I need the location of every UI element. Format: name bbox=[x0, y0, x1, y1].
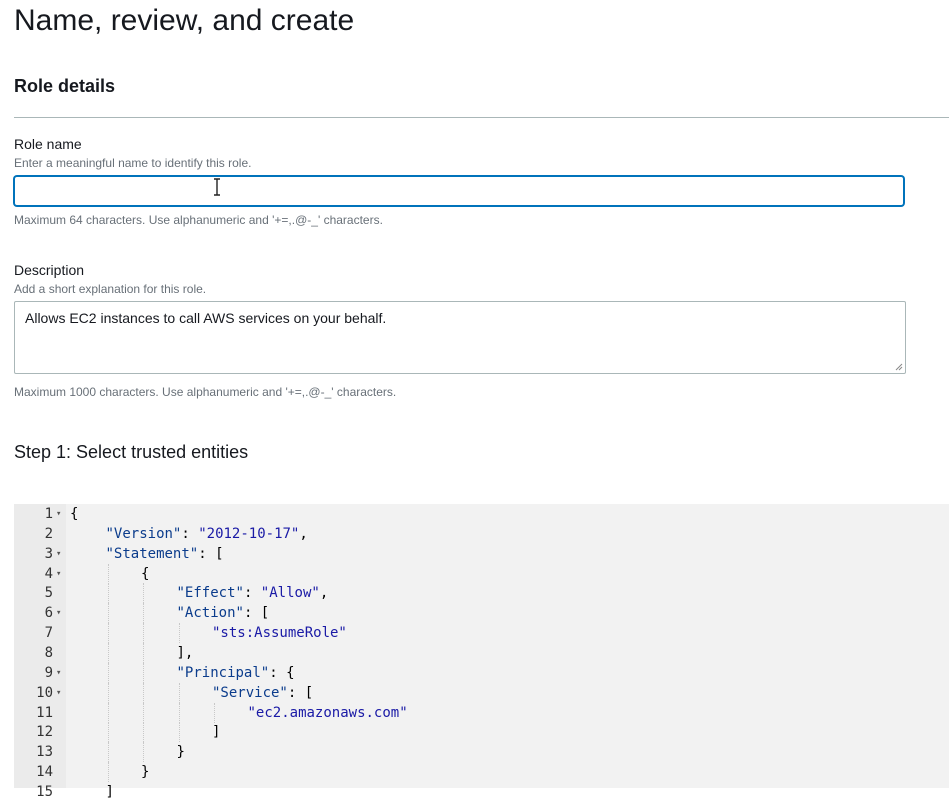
indent-guide bbox=[107, 583, 110, 604]
code-line: 12] bbox=[14, 722, 949, 743]
description-label: Description bbox=[14, 262, 85, 278]
policy-json-editor[interactable]: 1▾{2"Version": "2012-10-17",3▾"Statement… bbox=[14, 504, 949, 800]
line-number: 13 bbox=[36, 744, 53, 761]
fold-arrow-icon[interactable]: ▾ bbox=[56, 509, 62, 519]
indent-guide bbox=[143, 642, 145, 663]
code-line: 8], bbox=[14, 642, 949, 663]
resize-handle-icon[interactable] bbox=[895, 363, 903, 371]
indent-guide bbox=[107, 762, 110, 783]
role-name-label: Role name bbox=[14, 136, 82, 152]
code-text: ] bbox=[212, 724, 221, 741]
indent-guide bbox=[143, 603, 145, 624]
description-value: Allows EC2 instances to call AWS service… bbox=[25, 310, 387, 326]
indent-guide bbox=[178, 702, 181, 723]
code-text: "Effect": "Allow", bbox=[176, 585, 329, 602]
fold-arrow-icon[interactable]: ▾ bbox=[56, 608, 62, 619]
indent-guide bbox=[178, 722, 181, 743]
code-text: } bbox=[141, 764, 150, 781]
indent-guide bbox=[107, 563, 110, 584]
description-constraint: Maximum 1000 characters. Use alphanumeri… bbox=[14, 385, 397, 399]
code-line: 14} bbox=[14, 762, 949, 783]
description-hint: Add a short explanation for this role. bbox=[14, 282, 207, 296]
code-line: 5 "Effect": "Allow", bbox=[14, 583, 949, 604]
line-number: 5 bbox=[44, 585, 53, 602]
fold-arrow-icon[interactable]: ▾ bbox=[56, 548, 62, 559]
fold-arrow-icon[interactable]: ▾ bbox=[56, 687, 62, 698]
line-number: 2 bbox=[44, 525, 53, 542]
code-line: 10▾ "Service": [ bbox=[14, 682, 949, 703]
code-text: "Action": [ bbox=[176, 605, 270, 622]
step1-heading: Step 1: Select trusted entities bbox=[14, 442, 249, 462]
code-text: } bbox=[176, 744, 185, 761]
indent-guide bbox=[143, 583, 145, 604]
line-number: 7 bbox=[44, 625, 53, 642]
line-number: 14 bbox=[36, 764, 53, 781]
description-textarea[interactable]: Allows EC2 instances to call AWS service… bbox=[14, 301, 906, 374]
line-number: 11 bbox=[36, 704, 53, 721]
code-text: "Version": "2012-10-17", bbox=[105, 525, 308, 542]
section-divider bbox=[14, 117, 949, 118]
line-number: 10 bbox=[36, 684, 53, 701]
indent-guide bbox=[107, 642, 110, 663]
line-number: 6 bbox=[44, 605, 53, 622]
indent-guide bbox=[107, 662, 110, 683]
role-name-constraint: Maximum 64 characters. Use alphanumeric … bbox=[14, 213, 383, 227]
code-line: 6▾ "Action": [ bbox=[14, 603, 949, 624]
indent-guide bbox=[143, 682, 145, 703]
code-text: "sts:AssumeRole" bbox=[212, 625, 347, 642]
indent-guide bbox=[214, 702, 216, 723]
indent-guide bbox=[107, 623, 110, 644]
indent-guide bbox=[178, 682, 181, 703]
code-text: { bbox=[70, 506, 79, 522]
indent-guide bbox=[107, 742, 110, 763]
role-name-input[interactable] bbox=[14, 176, 904, 206]
code-line: 4▾ { bbox=[14, 563, 949, 584]
indent-guide bbox=[143, 623, 145, 644]
code-text: "Statement": [ bbox=[105, 545, 224, 562]
code-line: 15] bbox=[14, 782, 949, 802]
code-line: 7 "sts:AssumeRole" bbox=[14, 623, 949, 644]
line-number: 15 bbox=[36, 783, 53, 800]
code-text: { bbox=[141, 565, 150, 582]
code-text: "Service": [ bbox=[212, 684, 314, 701]
fold-arrow-icon[interactable]: ▾ bbox=[56, 568, 62, 579]
role-details-heading: Role details bbox=[14, 76, 116, 96]
code-line: 11 "ec2.amazonaws.com" bbox=[14, 702, 949, 723]
code-text: ], bbox=[176, 644, 194, 661]
code-line: 3▾ "Statement": [ bbox=[14, 544, 949, 564]
indent-guide bbox=[143, 722, 145, 743]
indent-guide bbox=[107, 682, 110, 703]
editor-gutter bbox=[14, 504, 66, 788]
fold-arrow-icon[interactable]: ▾ bbox=[56, 667, 62, 678]
indent-guide bbox=[143, 702, 145, 723]
line-number: 9 bbox=[44, 664, 53, 681]
indent-guide bbox=[143, 742, 145, 763]
code-text: "ec2.amazonaws.com" bbox=[247, 704, 408, 721]
indent-guide bbox=[107, 603, 110, 624]
indent-guide bbox=[143, 662, 145, 683]
indent-guide bbox=[178, 623, 181, 644]
code-line: 13} bbox=[14, 742, 949, 763]
line-number: 4 bbox=[44, 565, 53, 582]
line-number: 3 bbox=[44, 545, 53, 562]
text-cursor-icon bbox=[214, 178, 220, 196]
line-number: 8 bbox=[44, 644, 53, 661]
indent-guide bbox=[107, 702, 110, 723]
indent-guide bbox=[107, 722, 110, 743]
page-title: Name, review, and create bbox=[14, 4, 355, 37]
code-text: "Principal": { bbox=[176, 664, 295, 681]
line-number: 1 bbox=[44, 506, 53, 522]
role-name-hint: Enter a meaningful name to identify this… bbox=[14, 156, 252, 170]
code-line: 2 "Version": "2012-10-17", bbox=[14, 524, 949, 544]
code-line: 9▾ "Principal": { bbox=[14, 662, 949, 683]
line-number: 12 bbox=[36, 724, 53, 741]
code-text: ] bbox=[105, 783, 114, 800]
code-line: 1▾ { bbox=[14, 504, 949, 524]
